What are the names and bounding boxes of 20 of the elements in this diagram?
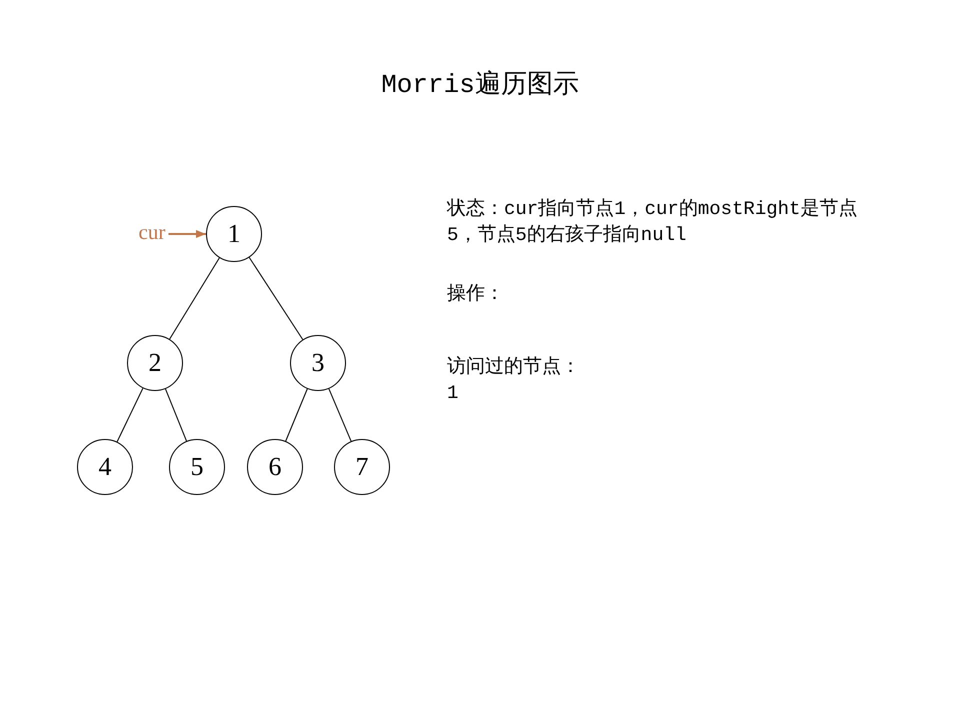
diagram-title: Morris遍历图示	[380, 69, 580, 101]
tree-node-circle: 7	[334, 439, 390, 495]
tree-node-circle: 1	[206, 206, 262, 262]
note-text: 状态：cur指向节点1，cur的mostRight是节点5，节点5的右孩子指向null	[447, 197, 858, 248]
tree-node-circle: 5	[169, 439, 225, 495]
tree-edge	[164, 388, 188, 442]
pointer-label: cur	[138, 220, 166, 244]
note-text: 访问过的节点：	[447, 355, 581, 380]
note-text: 1	[447, 381, 460, 406]
pointer-arrow	[168, 230, 206, 238]
tree-edge	[328, 388, 352, 442]
tree-edge	[116, 388, 144, 442]
tree-node-circle: 6	[247, 439, 303, 495]
tree-edge	[248, 256, 304, 340]
tree-edge	[169, 257, 220, 340]
note-text: 操作：	[447, 282, 505, 307]
tree-node-circle: 4	[77, 439, 133, 495]
tree-node-circle: 3	[290, 335, 346, 391]
tree-edge	[285, 388, 308, 442]
tree-node-circle: 2	[127, 335, 183, 391]
